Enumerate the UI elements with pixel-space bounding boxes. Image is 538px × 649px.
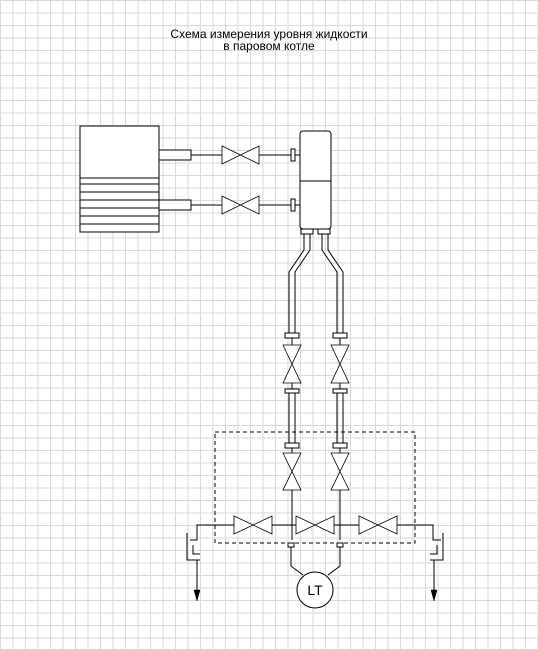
boiler-drum [79, 125, 160, 233]
transmitter-connection [287, 542, 344, 576]
manifold-horizontal-line [190, 524, 441, 541]
upper-tap-valve [221, 145, 260, 165]
equalizing-valve [295, 515, 335, 535]
drain-valve-left [233, 515, 273, 535]
condensation-vessel [299, 130, 332, 235]
upper-tap-line [158, 148, 300, 162]
valve-manifold [214, 431, 416, 544]
impulse-line-right [321, 234, 344, 540]
title-line-2: в паровом котле [223, 39, 315, 53]
impulse-flanges [284, 332, 348, 449]
level-transmitter: LT [296, 571, 334, 609]
drain-left [186, 533, 201, 602]
manifold-valve-right-vertical [330, 452, 350, 491]
drain-right [430, 533, 444, 602]
impulse-line-left [288, 234, 311, 540]
drain-valve-right [358, 515, 398, 535]
transmitter-label: LT [307, 582, 323, 598]
lower-tap-valve [221, 195, 260, 215]
shutoff-valve-right-upper [330, 344, 350, 384]
title-line-1: Схема измерения уровня жидкости [170, 27, 368, 41]
diagram-title: Схема измерения уровня жидкости в парово… [0, 28, 538, 52]
shutoff-valve-left-upper [282, 344, 302, 384]
manifold-valve-left-vertical [282, 452, 302, 491]
lower-tap-line [158, 198, 300, 212]
